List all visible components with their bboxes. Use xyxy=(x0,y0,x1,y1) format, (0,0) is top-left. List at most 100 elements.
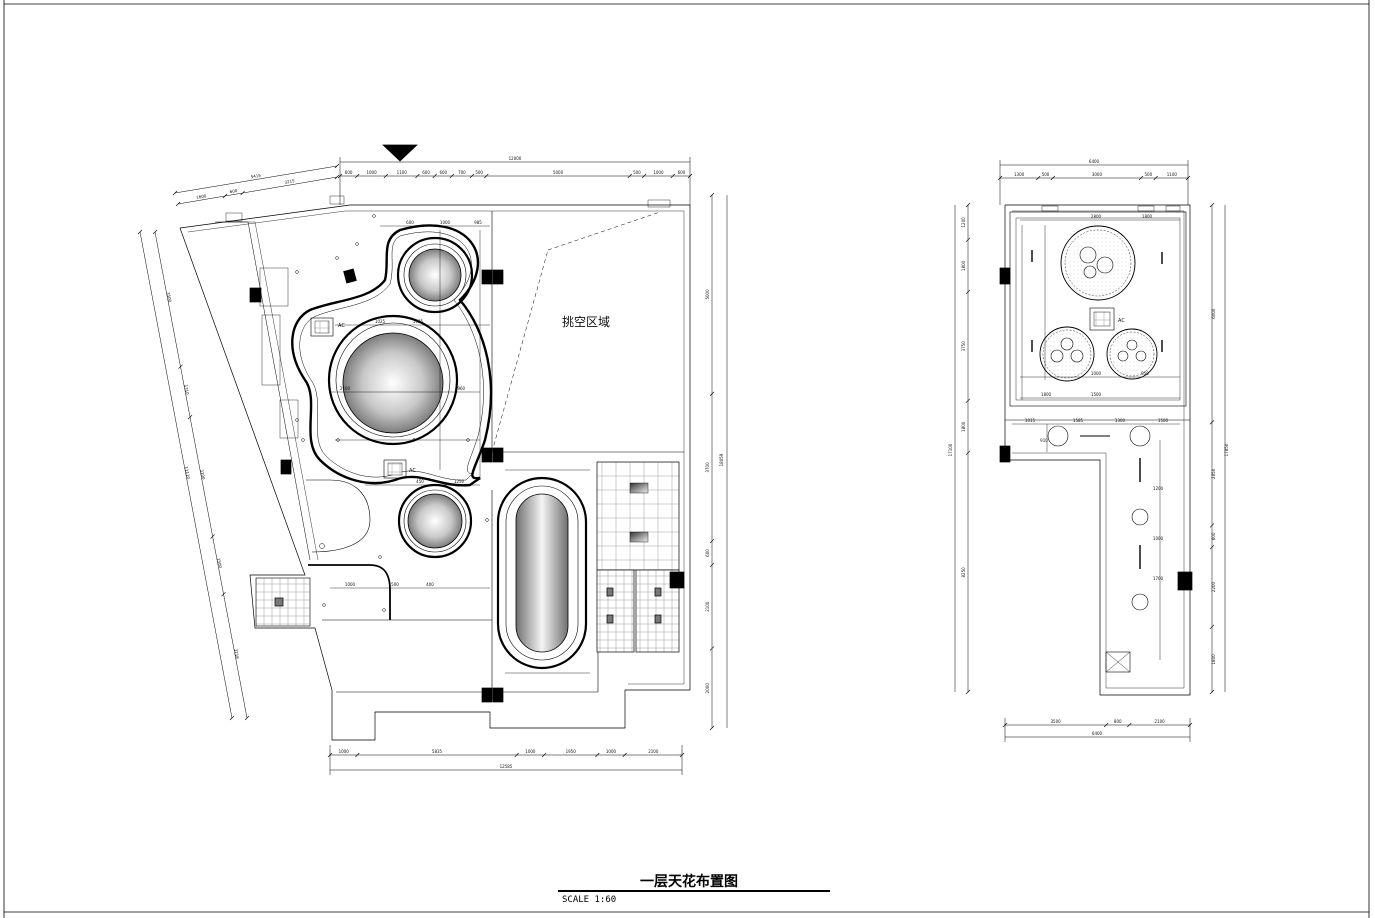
right-left-seg-tick xyxy=(965,237,971,242)
left-top-seg-tick xyxy=(641,173,647,179)
left-ldiag-total-tick xyxy=(137,229,143,235)
section-marker xyxy=(382,144,418,162)
right-right-seg-tick xyxy=(1209,523,1215,528)
left-right-seg-tick xyxy=(709,538,715,544)
right-top-seg-label: 3000 xyxy=(1092,172,1103,177)
right-plan-top-dimensions xyxy=(999,160,1189,205)
left-bottom-seg-tick xyxy=(679,752,685,758)
left-right-seg-label: 2000 xyxy=(705,683,710,694)
right-inner-dim: 1300 xyxy=(1115,418,1126,423)
right-floor-plan xyxy=(999,204,1193,696)
right-right-seg-tick xyxy=(1209,544,1215,550)
right-inner-dim: 910 xyxy=(1040,438,1048,443)
left-plan-bottom-dimensions xyxy=(329,745,683,775)
right-top-seg-tick xyxy=(1185,175,1191,181)
left-right-seg-label: 600 xyxy=(705,549,710,557)
left-plan-right-dimensions xyxy=(711,195,728,728)
right-right-seg-label: 2850 xyxy=(1211,468,1216,479)
right-top-seg-label: 1300 xyxy=(1014,172,1025,177)
right-right-seg-tick xyxy=(1209,624,1215,630)
right-top-seg-tick xyxy=(1035,175,1041,181)
left-inner-dim: 1960 xyxy=(455,386,466,391)
right-bottom-seg-tick xyxy=(1002,722,1008,728)
left-top-seg-label: 600 xyxy=(439,170,447,175)
left-diag-seg-tick xyxy=(334,174,340,180)
mirror-circle-1 xyxy=(408,248,462,302)
right-inner-dim: 1000 xyxy=(1091,371,1102,376)
left-floor-plan xyxy=(179,144,691,741)
right-right-total: 17850 xyxy=(1224,443,1229,456)
left-plan-top-dimensions xyxy=(339,157,691,205)
left-inner-dim: 600 xyxy=(406,220,414,225)
left-right-seg-tick xyxy=(709,562,715,568)
left-top-seg-tick xyxy=(484,173,489,179)
right-inner-dim: 1800 xyxy=(1041,392,1052,397)
right-inner-dim: 1585 xyxy=(1073,418,1084,423)
left-bottom-seg-tick xyxy=(327,752,333,758)
left-ldiag-seg-tick xyxy=(210,534,215,539)
right-left-seg-label: 8250 xyxy=(961,567,966,578)
left-ldiag-seg-label: 1310 xyxy=(183,384,190,395)
left-top-seg-label: 700 xyxy=(458,170,466,175)
left-top-seg-tick xyxy=(337,173,343,179)
left-right-total: 18059 xyxy=(719,453,724,466)
left-top-seg-tick xyxy=(383,173,389,179)
left-inner-dim: 1025 xyxy=(375,319,386,324)
left-diag-total-tick xyxy=(334,163,340,169)
left-bottom-seg-label: 2100 xyxy=(648,749,659,754)
mirror-oval xyxy=(515,493,569,653)
drawing-scale: SCALE 1:60 xyxy=(562,895,616,905)
left-diag-seg-label: 1600 xyxy=(196,193,207,200)
right-top-seg-tick xyxy=(1153,175,1158,181)
right-left-seg-tick xyxy=(965,450,971,456)
right-right-seg-label: 1800 xyxy=(1211,654,1216,665)
left-ldiag-seg-label: 3500 xyxy=(166,292,173,303)
left-bottom-seg-label: 1950 xyxy=(566,749,577,754)
right-right-seg-label: 6000 xyxy=(1211,308,1216,319)
left-diag-total-tick xyxy=(172,190,178,196)
right-left-seg-label: 1200 xyxy=(961,217,966,228)
left-plan-left-diagonal-dimensions xyxy=(139,231,248,719)
right-inner-dim: 1500 xyxy=(1091,392,1102,397)
left-bottom-seg-label: 1000 xyxy=(606,749,617,754)
right-bottom-seg-tick xyxy=(1103,722,1109,728)
left-ldiag-total-label: 11110 xyxy=(184,466,191,480)
ac-unit-left-1 xyxy=(310,317,334,337)
left-ldiag-seg-tick xyxy=(221,591,226,597)
right-right-seg-label: 2200 xyxy=(1211,581,1216,592)
left-top-seg-label: 5000 xyxy=(553,170,564,175)
ac-unit-right xyxy=(1089,307,1115,331)
right-bottom-seg-label: 2100 xyxy=(1155,719,1166,724)
left-top-seg-label: 600 xyxy=(678,170,686,175)
left-ldiag-seg-tick xyxy=(152,229,158,235)
right-bottom-seg-label: 3500 xyxy=(1050,719,1061,724)
panel-b xyxy=(629,531,649,543)
right-plan-bottom-dimensions xyxy=(1004,718,1191,742)
left-top-seg-tick xyxy=(449,173,455,179)
pendant-cluster-3 xyxy=(1106,328,1158,380)
right-left-seg-label: 1800 xyxy=(961,421,966,432)
left-inner-dim: 450 xyxy=(416,479,424,484)
left-bottom-seg-label: 5835 xyxy=(432,749,443,754)
dimension-ticks xyxy=(137,163,1215,758)
left-inner-dim: 2100 xyxy=(340,386,351,391)
left-ldiag-seg-tick xyxy=(244,715,250,721)
left-right-seg-tick xyxy=(709,391,715,397)
left-top-seg-tick xyxy=(627,173,632,179)
left-bottom-seg-tick xyxy=(514,752,519,758)
right-top-seg-label: 500 xyxy=(1145,172,1153,177)
left-bottom-seg-label: 1000 xyxy=(525,749,536,754)
left-inner-dim: 985 xyxy=(474,220,482,225)
left-right-seg-tick xyxy=(709,646,715,651)
left-diag-seg-tick xyxy=(222,193,228,199)
left-bottom-seg-tick xyxy=(595,752,600,758)
right-right-seg-tick xyxy=(1209,689,1215,695)
left-top-seg-tick xyxy=(432,173,437,179)
right-bottom-seg-tick xyxy=(1127,722,1132,728)
sheet-border xyxy=(3,0,1370,918)
right-right-seg-tick xyxy=(1209,420,1215,425)
right-inner-dim: 1015 xyxy=(1025,418,1036,423)
left-ldiag-total-tick xyxy=(229,715,235,721)
